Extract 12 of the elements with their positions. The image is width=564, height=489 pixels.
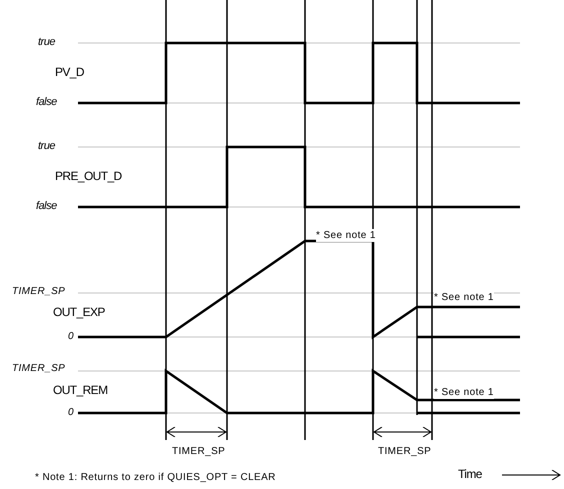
- footnote: * Note 1: Returns to zero if QUIES_OPT = CLEAR: [35, 471, 276, 484]
- signal-name: PRE_OUT_D: [55, 170, 122, 183]
- signal-name: OUT_EXP: [53, 306, 105, 319]
- dimension-label: TIMER_SP: [172, 445, 226, 458]
- axis-label: Time: [458, 468, 482, 481]
- signal-level-label: TIMER_SP: [12, 362, 66, 375]
- signal-name: OUT_REM: [53, 384, 108, 397]
- note-reference: * See note 1: [316, 229, 376, 242]
- note-reference: * See note 1: [434, 386, 494, 399]
- signal-name: PV_D: [55, 66, 84, 79]
- signal-level-label: TIMER_SP: [12, 285, 66, 298]
- dimension-label: TIMER_SP: [378, 445, 432, 458]
